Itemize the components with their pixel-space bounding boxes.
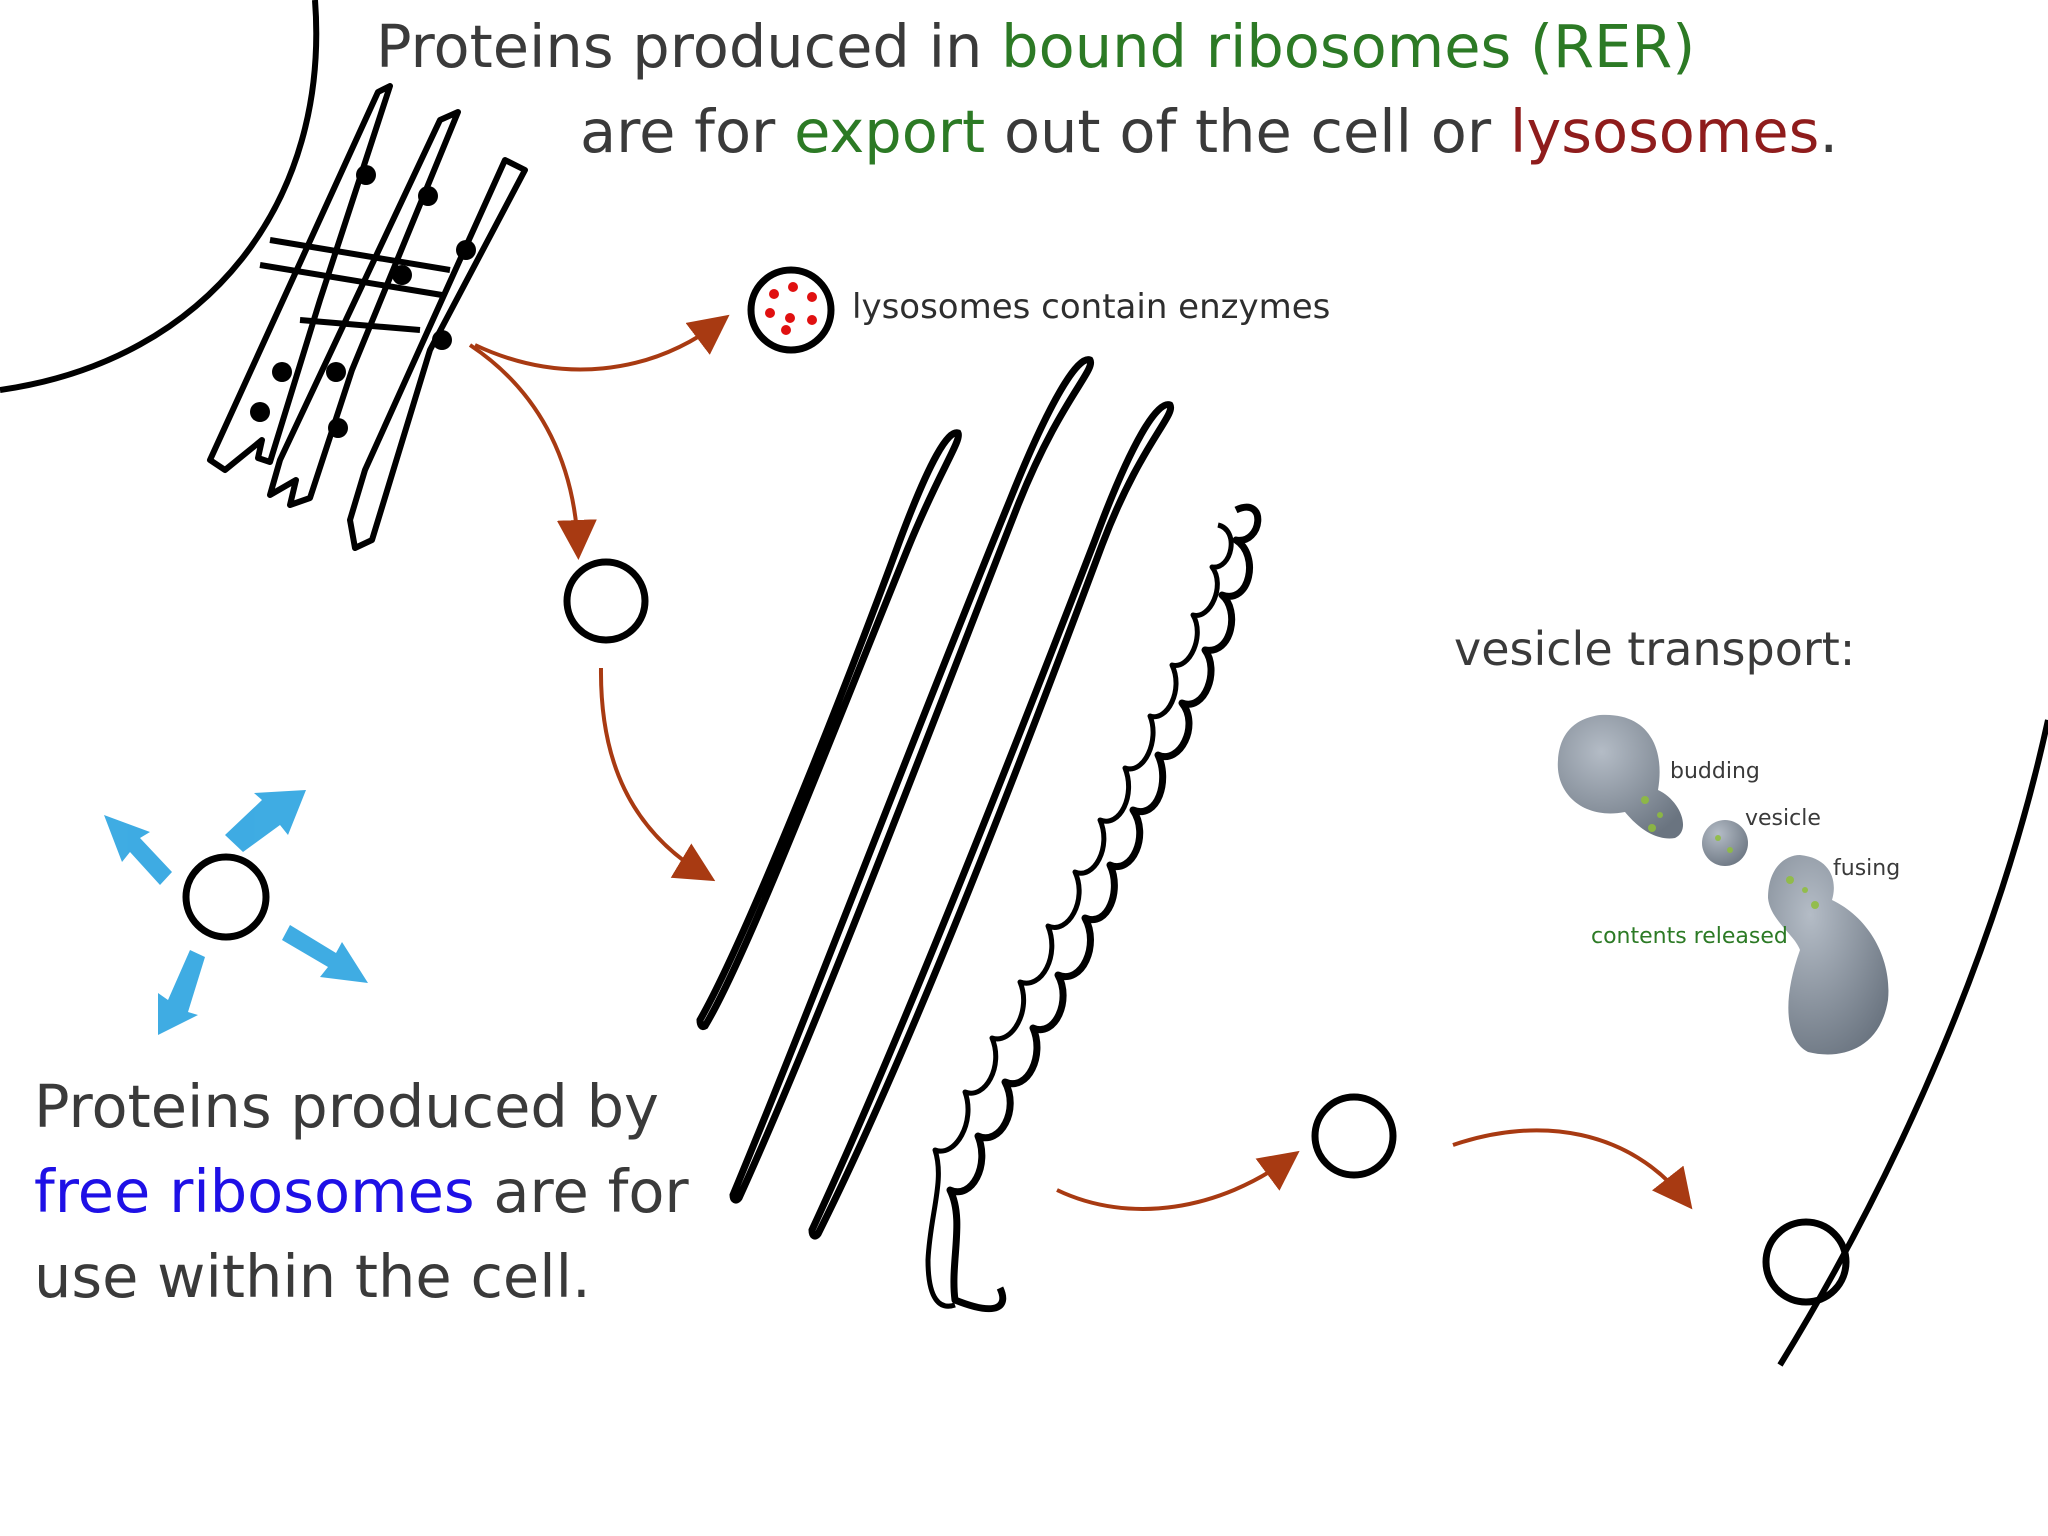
title-line2-period: .: [1819, 97, 1839, 166]
lysosome-icon: [747, 266, 835, 354]
er-ribosomes: [250, 165, 476, 438]
free-ribosomes-line2-rest: are for: [474, 1157, 689, 1226]
golgi-apparatus: [696, 356, 1175, 1240]
bound-ribosomes-text: bound ribosomes (RER): [1001, 12, 1696, 81]
title-line-1: Proteins produced in bound ribosomes (RE…: [376, 12, 1695, 81]
vesicle-transport-heading: vesicle transport:: [1454, 622, 1856, 676]
title-line2-part-a: are for: [580, 97, 795, 166]
free-ribosomes-line-3: use within the cell.: [34, 1242, 591, 1311]
free-ribosomes-highlight: free ribosomes: [34, 1157, 475, 1226]
diffusion-arrows: [104, 790, 368, 1035]
arrow-to-membrane: [1452, 1128, 1693, 1210]
arrow-golgi-to-vesicle: [1056, 1150, 1300, 1211]
free-ribosomes-line-1: Proteins produced by: [34, 1072, 659, 1141]
arrow-to-golgi: [598, 667, 716, 882]
arrow-to-vesicle: [468, 343, 597, 560]
nucleus-membrane: [0, 0, 320, 393]
fusing-vesicle: [1762, 1218, 1850, 1306]
cell-membrane: [1777, 719, 2048, 1367]
trans-golgi-network: [946, 503, 1262, 1313]
trans-golgi-inner: [925, 522, 1234, 1309]
fusing-label: fusing: [1833, 856, 1901, 881]
lysosomes-text: lysosomes: [1509, 97, 1820, 166]
free-ribosome-vesicle: [182, 853, 270, 941]
secretory-vesicle: [1311, 1093, 1397, 1179]
lysosome-label: lysosomes contain enzymes: [852, 287, 1331, 327]
export-text: export: [794, 97, 986, 166]
vesicle-label: vesicle: [1745, 806, 1821, 831]
title-line1-part-a: Proteins produced in: [376, 12, 1002, 81]
vesicle-transport-illustration: [1557, 714, 1889, 1055]
title-line-2: are for export out of the cell or lysoso…: [580, 97, 1838, 166]
title-line2-part-c: out of the cell or: [985, 97, 1510, 166]
arrow-to-lysosome: [474, 314, 730, 372]
free-ribosomes-line-2: free ribosomes are for: [34, 1157, 689, 1226]
budding-label: budding: [1670, 759, 1760, 784]
contents-released-label: contents released: [1591, 924, 1788, 949]
transport-vesicle-rer: [563, 558, 649, 644]
rough-er: [207, 83, 528, 551]
